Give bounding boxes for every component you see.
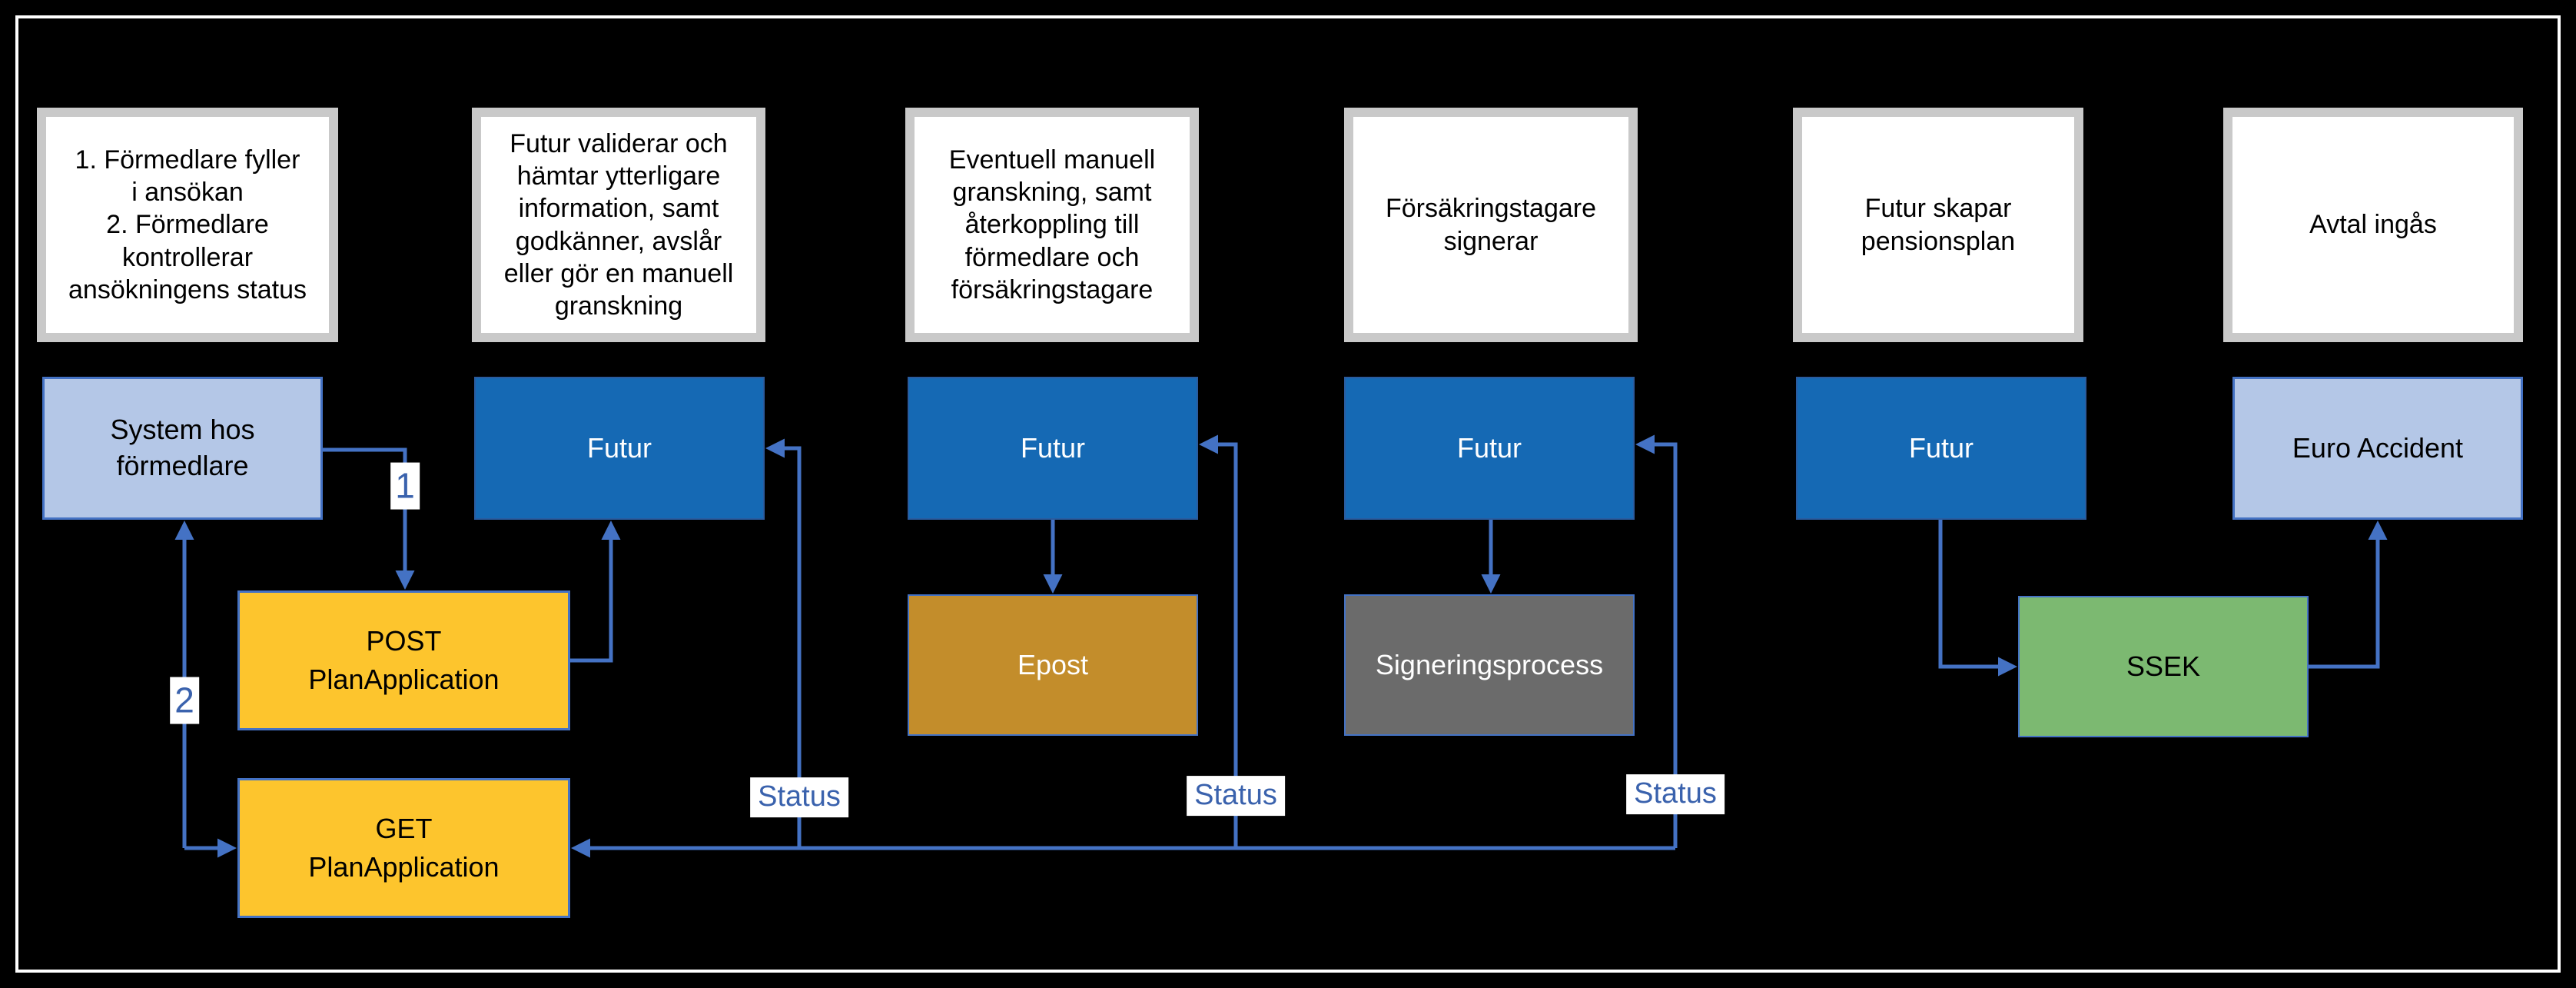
- step-label-1: 1: [390, 462, 420, 510]
- description-box-formedlare: 1. Förmedlare fyller i ansökan 2. Förmed…: [37, 108, 338, 342]
- connector-post-to-futur: [570, 521, 621, 663]
- system-box-futur-3: Futur: [1344, 377, 1635, 520]
- system-box-system-hos-formedlare: System hos förmedlare: [42, 377, 323, 520]
- system-label: Futur: [1908, 432, 1974, 464]
- system-box-euro-accident: Euro Accident: [2232, 377, 2523, 520]
- process-box-epost: Epost: [908, 594, 1198, 736]
- description-box-forsakringstagare-signerar: Försäkringstagare signerar: [1344, 108, 1638, 342]
- status-label-2: Status: [1187, 776, 1285, 816]
- description-text: Eventuell manuell granskning, samt återk…: [948, 145, 1156, 304]
- process-label: Epost: [1017, 649, 1089, 680]
- system-label: Euro Accident: [2292, 431, 2464, 464]
- description-text: Försäkringstagare signerar: [1385, 194, 1596, 256]
- description-box-manuell-granskning: Eventuell manuell granskning, samt återk…: [905, 108, 1199, 342]
- system-label: Futur: [586, 432, 652, 464]
- process-box-ssek: SSEK: [2018, 596, 2309, 737]
- step-label-2: 2: [170, 677, 199, 724]
- process-label: Signeringsprocess: [1375, 649, 1604, 680]
- system-label: System hos förmedlare: [110, 414, 255, 481]
- description-text: Futur skapar pensionsplan: [1861, 194, 2016, 256]
- status-label-3: Status: [1626, 774, 1725, 814]
- description-text: Avtal ingås: [2309, 210, 2437, 240]
- system-box-futur-4: Futur: [1796, 377, 2086, 520]
- process-label: GET PlanApplication: [308, 812, 500, 883]
- description-box-futur-skapar-pensionsplan: Futur skapar pensionsplan: [1793, 108, 2083, 342]
- process-box-signeringsprocess: Signeringsprocess: [1344, 594, 1635, 736]
- status-label-1: Status: [750, 777, 848, 817]
- system-label: Futur: [1020, 432, 1086, 464]
- description-text: Futur validerar och hämtar ytterligare i…: [503, 129, 734, 321]
- process-label: POST PlanApplication: [308, 624, 500, 695]
- process-box-post-planapplication: POST PlanApplication: [237, 590, 570, 730]
- description-text: 1. Förmedlare fyller i ansökan 2. Förmed…: [68, 145, 307, 304]
- description-box-futur-validerar: Futur validerar och hämtar ytterligare i…: [472, 108, 765, 342]
- process-box-get-planapplication: GET PlanApplication: [237, 778, 570, 918]
- system-label: Futur: [1456, 432, 1522, 464]
- connector-ssek-to-euro-accident: [2309, 521, 2388, 669]
- description-box-avtal-ingas: Avtal ingås: [2223, 108, 2523, 342]
- system-box-futur-2: Futur: [908, 377, 1198, 520]
- system-box-futur-1: Futur: [474, 377, 765, 520]
- connector-futur-to-ssek: [1938, 520, 2017, 677]
- process-label: SSEK: [2126, 650, 2201, 682]
